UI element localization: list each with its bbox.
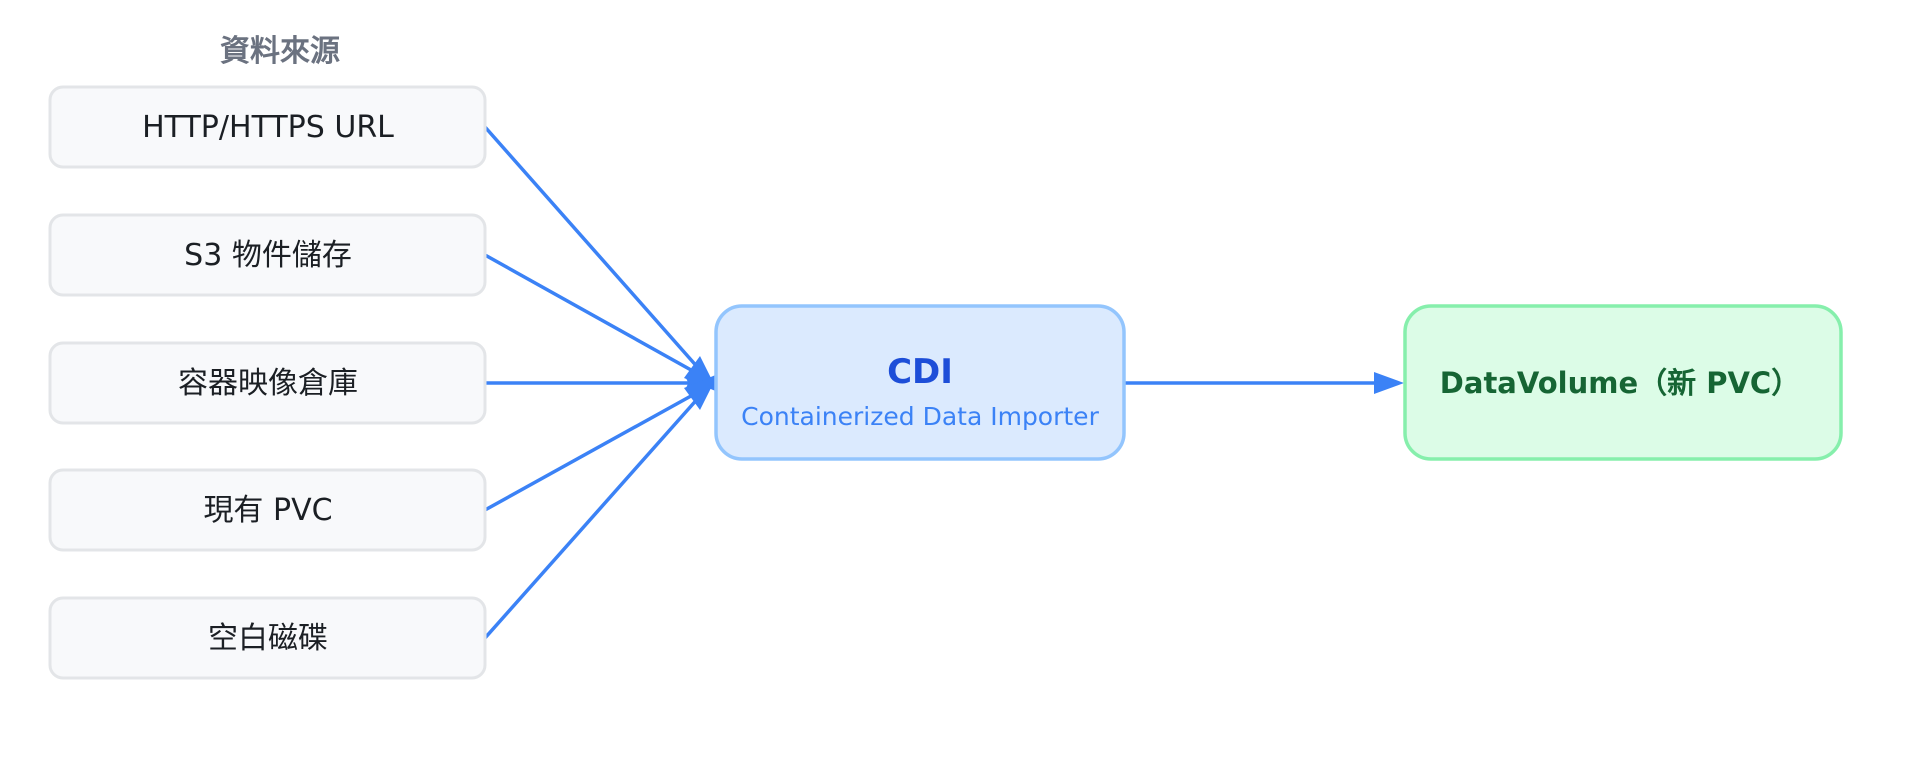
arrowhead-blank bbox=[684, 374, 718, 410]
source-label: HTTP/HTTPS URL bbox=[142, 110, 394, 145]
datavolume-node: DataVolume（新 PVC） bbox=[1403, 304, 1843, 461]
edge-blank-to-cdi bbox=[483, 394, 702, 640]
source-node-s3: S3 物件儲存 bbox=[48, 213, 487, 297]
cdi-subtitle: Containerized Data Importer bbox=[741, 402, 1099, 431]
source-node-blank-disk: 空白磁碟 bbox=[48, 596, 487, 680]
source-node-registry: 容器映像倉庫 bbox=[48, 341, 487, 425]
cdi-title: CDI bbox=[887, 352, 953, 392]
source-node-existing-pvc: 現有 PVC bbox=[48, 468, 487, 552]
datavolume-label: DataVolume（新 PVC） bbox=[1440, 366, 1800, 400]
source-label: S3 物件儲存 bbox=[184, 238, 352, 273]
arrowhead-datavolume bbox=[1374, 372, 1404, 394]
source-label: 容器映像倉庫 bbox=[178, 366, 358, 401]
source-node-http: HTTP/HTTPS URL bbox=[48, 85, 487, 169]
source-edges bbox=[483, 125, 718, 640]
edge-pvc-to-cdi bbox=[484, 389, 701, 512]
edge-http-to-cdi bbox=[483, 125, 702, 372]
source-label: 空白磁碟 bbox=[208, 621, 328, 656]
source-label: 現有 PVC bbox=[203, 493, 332, 528]
edge-s3-to-cdi bbox=[484, 253, 701, 377]
cdi-node: CDI Containerized Data Importer bbox=[714, 304, 1126, 461]
data-sources-title: 資料來源 bbox=[220, 34, 340, 69]
